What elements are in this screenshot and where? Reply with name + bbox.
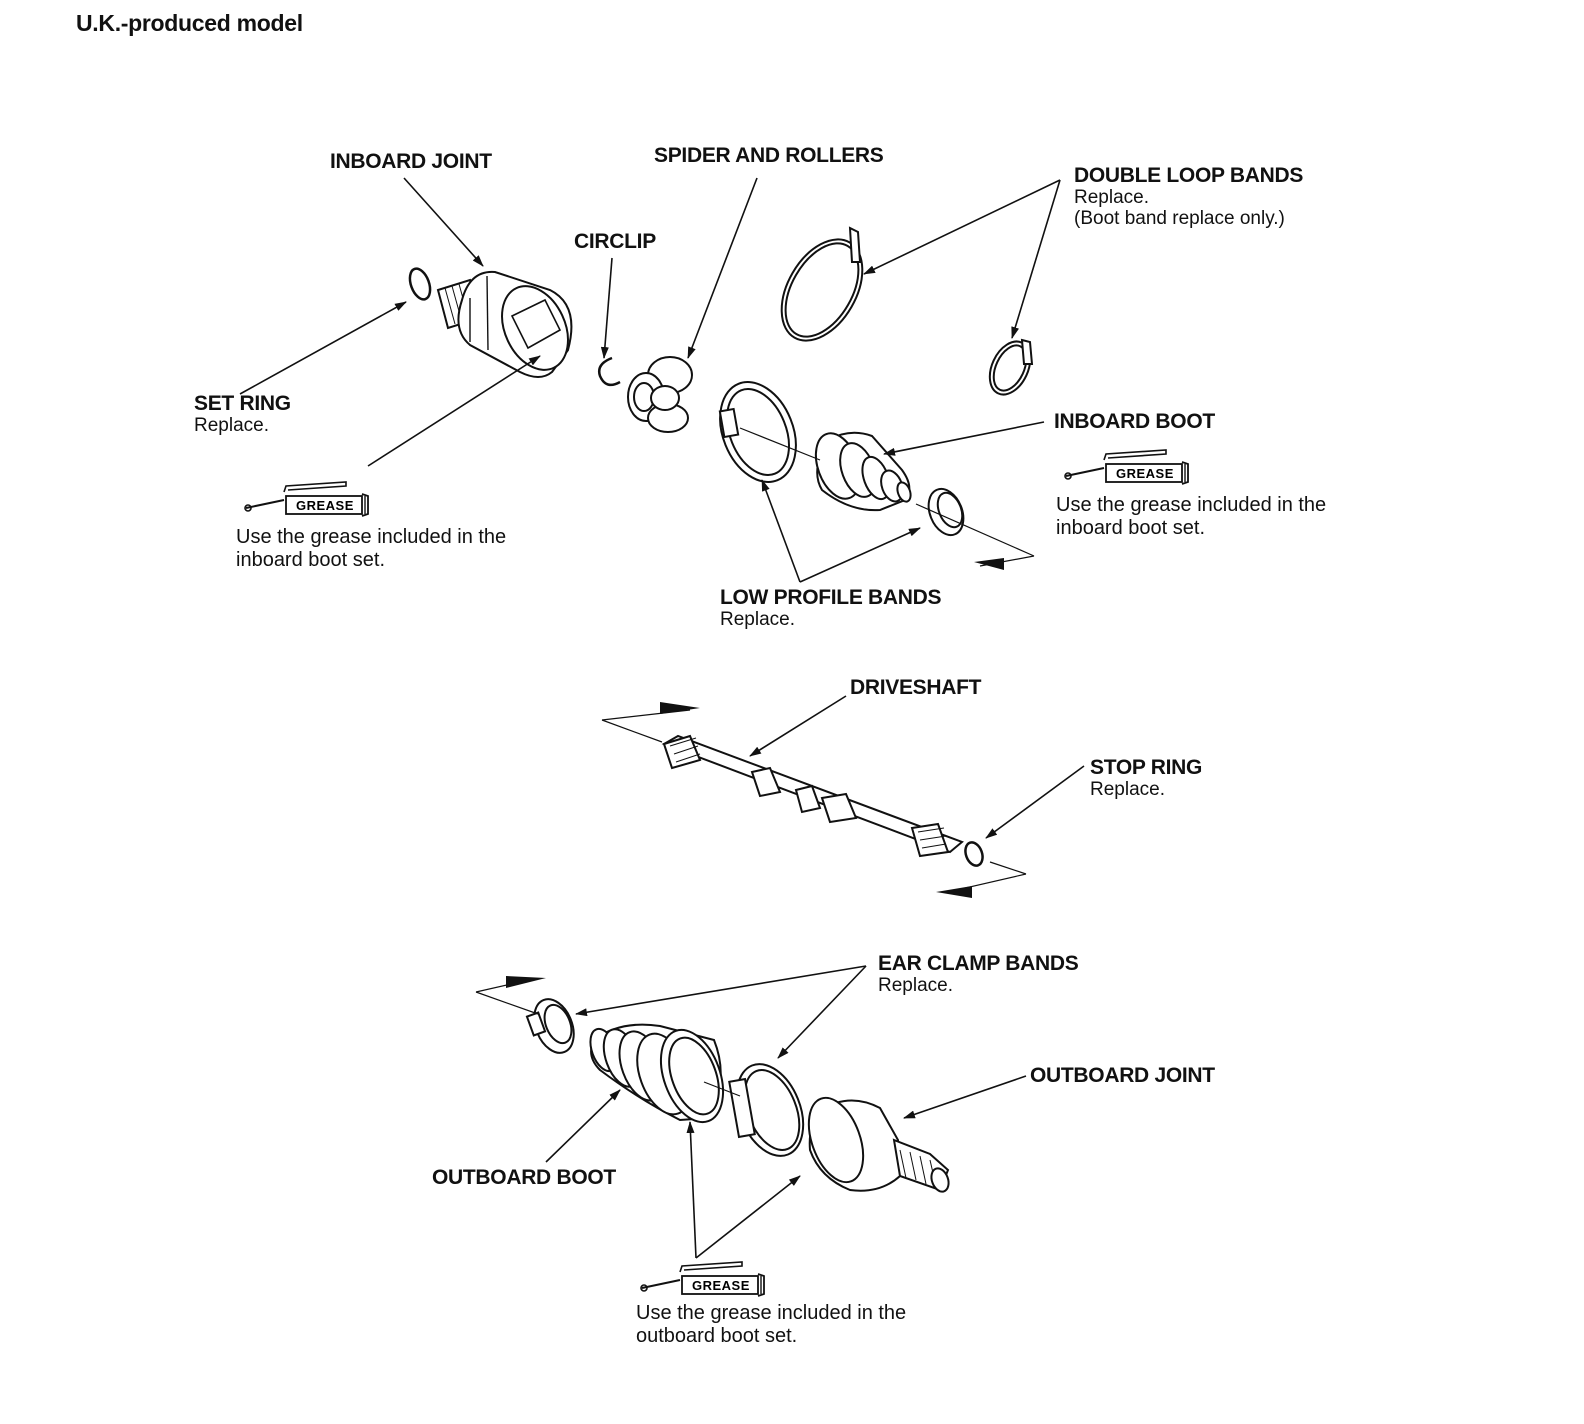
leader-lines-middle: [749, 695, 1085, 839]
part-name: OUTBOARD BOOT: [432, 1166, 616, 1189]
continuation-arrow-middle-bottom: [936, 886, 972, 898]
part-note: Replace.: [720, 609, 795, 630]
note-line: Use the grease included in the: [236, 526, 507, 548]
part-name: EAR CLAMP BANDS: [878, 952, 1079, 975]
leader-lines-bottom: [545, 965, 1027, 1259]
leader-lines-top: [239, 177, 1061, 583]
label-stop-ring: STOP RING Replace.: [1090, 756, 1202, 800]
circlip-illustration: [598, 356, 621, 387]
svg-text:GREASE: GREASE: [1116, 466, 1174, 481]
low-profile-band-large-illustration: [718, 381, 797, 483]
part-name: INBOARD BOOT: [1054, 410, 1215, 433]
part-note: Replace.: [878, 975, 953, 996]
part-name: OUTBOARD JOINT: [1030, 1064, 1215, 1087]
svg-text:GREASE: GREASE: [692, 1278, 750, 1293]
label-inboard-joint: INBOARD JOINT: [330, 150, 492, 173]
part-name: LOW PROFILE BANDS: [720, 586, 942, 609]
label-set-ring: SET RING Replace.: [194, 392, 291, 436]
note-line: inboard boot set.: [236, 549, 385, 571]
inboard-boot-illustration: [814, 431, 912, 512]
grease-tube-icon: GREASE: [1064, 449, 1189, 485]
outboard-boot-illustration: [589, 1023, 725, 1124]
continuation-arrow-bottom: [506, 976, 546, 988]
low-profile-band-small-illustration: [927, 487, 965, 537]
label-inboard-boot: INBOARD BOOT: [1054, 410, 1215, 433]
stop-ring-illustration: [964, 841, 984, 867]
svg-text:GREASE: GREASE: [296, 498, 354, 513]
label-circlip: CIRCLIP: [574, 230, 656, 253]
label-low-profile-bands: LOW PROFILE BANDS Replace.: [720, 586, 942, 630]
part-name: CIRCLIP: [574, 230, 656, 253]
part-note: (Boot band replace only.): [1074, 208, 1285, 229]
grease-tube-icon: GREASE: [640, 1261, 765, 1297]
continuation-arrow-middle-top: [660, 702, 700, 714]
double-loop-band-small-illustration: [988, 338, 1034, 396]
spider-and-rollers-illustration: [627, 356, 693, 433]
inboard-joint-illustration: [436, 270, 573, 378]
label-driveshaft: DRIVESHAFT: [850, 676, 981, 699]
part-note: Replace.: [194, 415, 269, 436]
grease-note-outboard: Use the grease included in the outboard …: [636, 1302, 906, 1348]
label-spider-and-rollers: SPIDER AND ROLLERS: [654, 144, 884, 167]
double-loop-band-large-illustration: [780, 226, 864, 342]
note-line: Use the grease included in the: [636, 1302, 907, 1324]
note-line: inboard boot set.: [1056, 517, 1205, 539]
outboard-joint-illustration: [807, 1096, 950, 1193]
grease-tube-icon: GREASE: [244, 481, 369, 517]
driveshaft-illustration: [661, 734, 964, 858]
grease-note-inboard-left: Use the grease included in the inboard b…: [236, 526, 506, 572]
part-note: Replace.: [1074, 187, 1149, 208]
label-double-loop-bands: DOUBLE LOOP BANDS Replace. (Boot band re…: [1074, 164, 1303, 229]
label-outboard-boot: OUTBOARD BOOT: [432, 1166, 616, 1189]
part-name: INBOARD JOINT: [330, 150, 492, 173]
ear-clamp-band-small-illustration: [525, 998, 575, 1054]
ear-clamp-band-large-illustration: [728, 1063, 805, 1157]
part-name: DOUBLE LOOP BANDS: [1074, 164, 1304, 187]
grease-note-inboard-right: Use the grease included in the inboard b…: [1056, 494, 1326, 540]
label-ear-clamp-bands: EAR CLAMP BANDS Replace.: [878, 952, 1079, 996]
set-ring-illustration: [408, 267, 432, 301]
part-name: STOP RING: [1090, 756, 1203, 779]
part-name: SET RING: [194, 392, 291, 415]
part-name: SPIDER AND ROLLERS: [654, 144, 884, 167]
page-title: U.K.-produced model: [76, 10, 303, 36]
continuation-arrow-top: [974, 558, 1004, 570]
note-line: outboard boot set.: [636, 1325, 798, 1347]
label-outboard-joint: OUTBOARD JOINT: [1030, 1064, 1215, 1087]
note-line: Use the grease included in the: [1056, 494, 1327, 516]
part-note: Replace.: [1090, 779, 1165, 800]
part-name: DRIVESHAFT: [850, 676, 982, 699]
